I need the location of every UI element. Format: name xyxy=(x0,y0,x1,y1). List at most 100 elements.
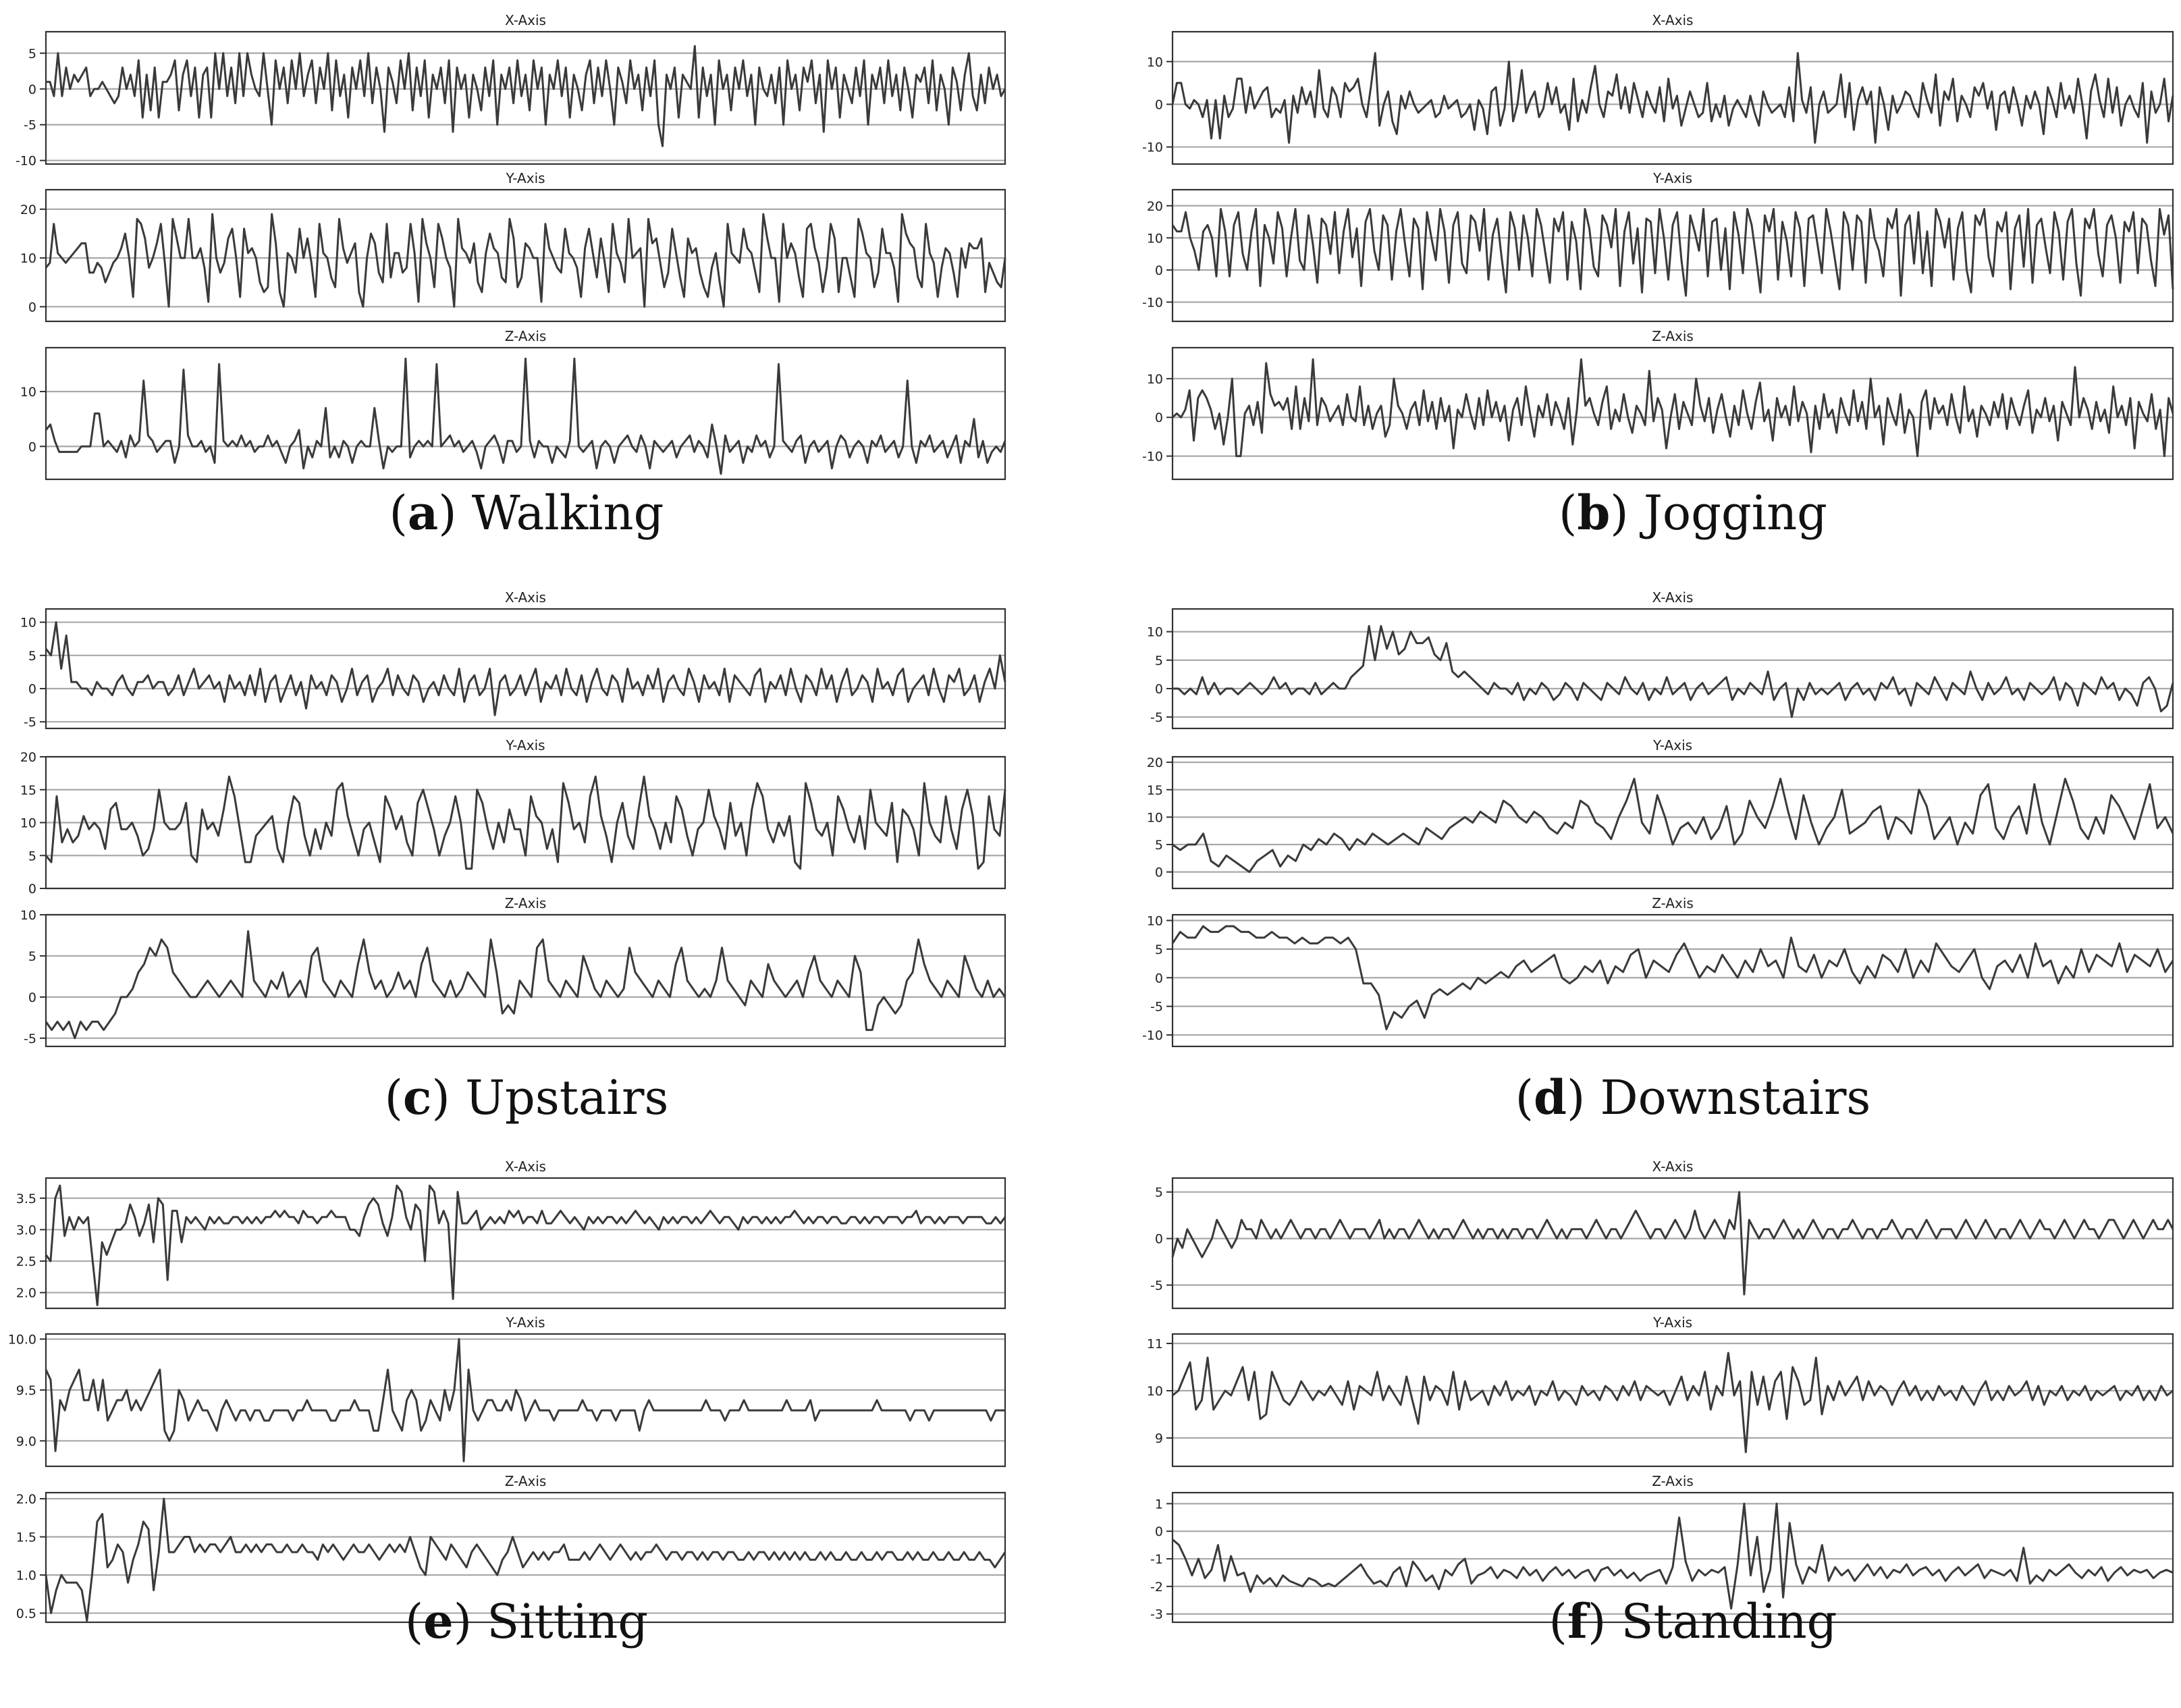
caption-letter: f xyxy=(1567,1593,1588,1649)
caption-label: Jogging xyxy=(1643,485,1827,541)
y-tick-label: 5 xyxy=(28,949,36,964)
y-tick-label: 10 xyxy=(20,385,36,400)
y-tick-label: 0.5 xyxy=(16,1606,36,1621)
y-tick-label: 5 xyxy=(1155,942,1163,957)
series-line xyxy=(45,1338,1005,1462)
caption-d: (d) Downstairs xyxy=(1187,1069,2181,1125)
y-tick-label: -2 xyxy=(1150,1580,1163,1595)
series-line xyxy=(45,930,1006,1040)
y-tick-label: 0 xyxy=(28,882,36,897)
y-tick-label: -5 xyxy=(1150,1000,1163,1015)
y-tick-label: 2.0 xyxy=(16,1286,36,1301)
series-line xyxy=(1173,624,2174,718)
subplot-title: X-Axis xyxy=(505,1158,546,1175)
subplot-title: Y-Axis xyxy=(1652,737,1692,753)
caption-paren-close: ) xyxy=(453,1594,487,1649)
y-tick-label: 20 xyxy=(1147,199,1163,214)
series-line xyxy=(1171,1191,2174,1296)
y-tick-label: 10 xyxy=(20,908,36,923)
caption-a: (a) Walking xyxy=(20,485,1033,541)
caption-label: Walking xyxy=(471,485,664,541)
y-tick-label: 1.0 xyxy=(16,1568,36,1583)
y-tick-label: 10 xyxy=(20,816,36,831)
y-tick-label: 0 xyxy=(1155,971,1163,986)
caption-letter: d xyxy=(1533,1069,1567,1125)
y-tick-label: 2.5 xyxy=(16,1254,36,1269)
y-tick-label: 0 xyxy=(1155,682,1163,697)
subplot-title: X-Axis xyxy=(1652,12,1694,28)
series-line xyxy=(1171,208,2174,297)
y-tick-label: -5 xyxy=(24,715,36,730)
series-line xyxy=(1172,778,2174,874)
axes-frame xyxy=(45,1333,1006,1468)
subplot-x-axis: -5 0 5 10 X-Axis xyxy=(20,589,1006,730)
subplot-title: Y-Axis xyxy=(505,1314,545,1331)
axes-frame xyxy=(45,755,1006,890)
y-tick-label: 10 xyxy=(20,616,36,631)
subplot-title: Y-Axis xyxy=(1652,170,1692,186)
y-tick-label: 2.0 xyxy=(16,1492,36,1507)
caption-paren-open: ( xyxy=(1549,1594,1567,1649)
series-line xyxy=(1172,1502,2174,1610)
y-tick-label: -5 xyxy=(1150,1279,1163,1293)
y-tick-label: 5 xyxy=(1155,653,1163,668)
axes-frame xyxy=(45,1491,1006,1624)
y-tick-label: 0 xyxy=(28,82,36,97)
y-tick-label: -1 xyxy=(1150,1552,1163,1567)
caption-letter: b xyxy=(1577,485,1611,541)
y-tick-label: 0 xyxy=(28,990,36,1005)
y-tick-label: 10 xyxy=(1147,231,1163,246)
subplot-title: Y-Axis xyxy=(505,737,545,753)
y-tick-label: 5 xyxy=(28,649,36,664)
subplot-title: Z-Axis xyxy=(1652,1473,1694,1489)
axes-frame xyxy=(1171,1333,2174,1468)
axes-frame xyxy=(45,608,1006,730)
y-tick-label: 9 xyxy=(1155,1431,1163,1446)
axes-frame xyxy=(45,913,1006,1048)
y-tick-label: -5 xyxy=(1150,710,1163,725)
series-line xyxy=(46,45,1006,147)
axes-frame xyxy=(45,30,1006,165)
y-tick-label: -10 xyxy=(1142,140,1163,155)
y-tick-label: 20 xyxy=(20,203,36,217)
caption-letter: a xyxy=(407,485,439,541)
series-line xyxy=(45,213,1006,308)
caption-c: (c) Upstairs xyxy=(20,1069,1033,1125)
y-tick-label: 15 xyxy=(20,783,36,798)
subplot-title: X-Axis xyxy=(1652,1158,1694,1175)
axes-frame xyxy=(1171,913,2174,1048)
y-tick-label: 1.5 xyxy=(16,1530,36,1545)
y-tick-label: -10 xyxy=(16,154,36,169)
axes-frame xyxy=(1171,1177,2174,1310)
series-line xyxy=(45,621,1006,716)
caption-paren-close: ) xyxy=(1610,485,1644,541)
axes-frame xyxy=(45,188,1006,323)
subplot-y-axis: 9.09.510.0Y-Axis xyxy=(8,1314,1006,1468)
subplot-title: X-Axis xyxy=(505,589,546,606)
caption-paren-open: ( xyxy=(389,485,408,541)
y-tick-label: 5 xyxy=(28,47,36,61)
caption-label: Upstairs xyxy=(465,1070,669,1125)
y-tick-label: 10 xyxy=(1147,1384,1163,1399)
caption-paren-close: ) xyxy=(431,1070,466,1125)
axes-frame xyxy=(45,1177,1006,1310)
subplot-title: Z-Axis xyxy=(505,328,547,344)
caption-label: Standing xyxy=(1621,1594,1837,1649)
y-tick-label: 10 xyxy=(1147,625,1163,640)
subplot-title: X-Axis xyxy=(505,12,546,28)
caption-label: Downstairs xyxy=(1600,1070,1871,1125)
y-tick-label: 0 xyxy=(28,682,36,697)
y-tick-label: 3.5 xyxy=(16,1192,36,1206)
subplot-title: X-Axis xyxy=(1652,589,1694,606)
y-tick-label: 20 xyxy=(1147,755,1163,770)
